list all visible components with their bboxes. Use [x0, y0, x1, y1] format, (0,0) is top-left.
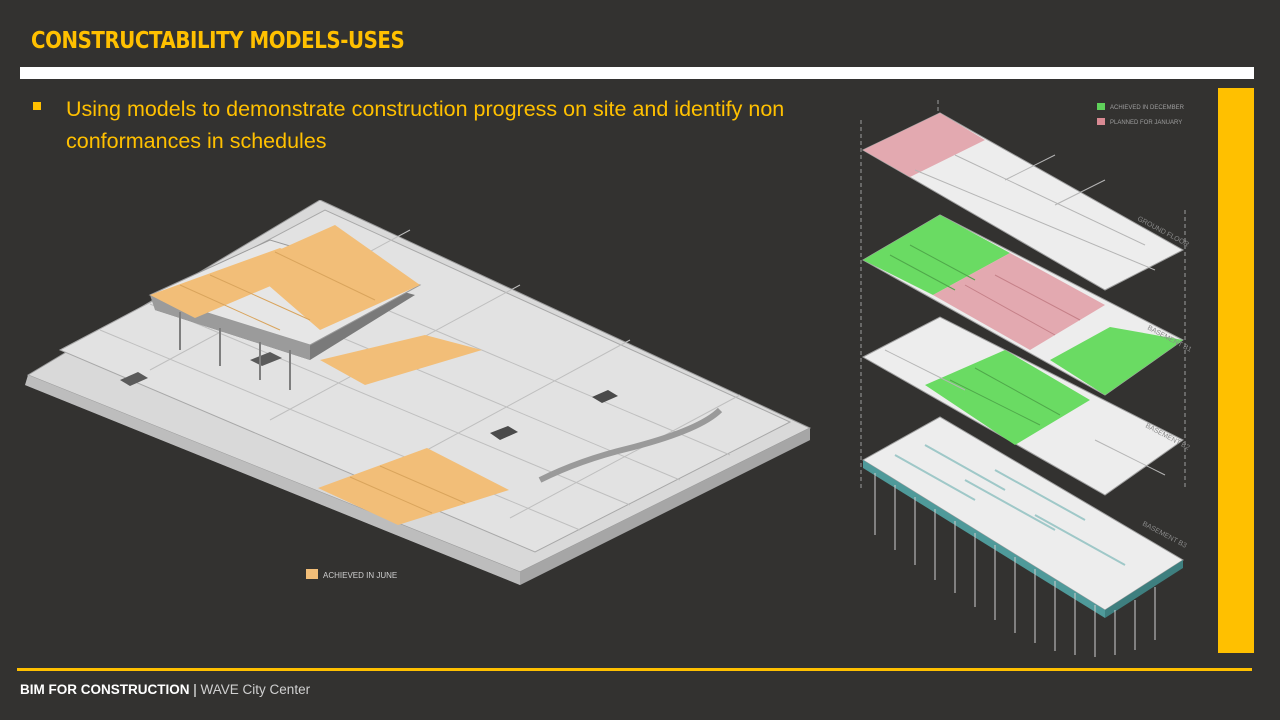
footer-project: WAVE City Center — [200, 682, 311, 697]
exploded-floor-model: ACHIEVED IN DECEMBER PLANNED FOR JANUARY… — [855, 95, 1195, 660]
footer-rule — [17, 668, 1252, 671]
basement-b1-plate — [861, 214, 1184, 396]
slide-title: CONSTRUCTABILITY MODELS-USES — [31, 28, 405, 54]
main-building-model: ACHIEVED IN JUNE — [20, 199, 820, 590]
ground-floor-plate — [861, 112, 1185, 291]
legend-label-achieved: ACHIEVED IN JUNE — [323, 571, 397, 580]
accent-side-bar — [1218, 88, 1254, 653]
bullet-square-icon — [33, 102, 41, 110]
legend-swatch-achieved — [306, 569, 318, 579]
building-slab-stack — [25, 199, 812, 585]
legend-label-december: ACHIEVED IN DECEMBER — [1110, 105, 1185, 111]
achieved-area-highlight — [150, 225, 509, 525]
legend-label-january: PLANNED FOR JANUARY — [1110, 120, 1182, 126]
basement-b3-plate — [862, 416, 1184, 618]
footer: BIM FOR CONSTRUCTION | WAVE City Center — [20, 682, 310, 697]
legend-swatch-december — [1097, 103, 1105, 110]
legend-swatch-january — [1097, 118, 1105, 125]
bullet-text: Using models to demonstrate construction… — [66, 97, 785, 153]
title-underline — [20, 67, 1254, 79]
footer-brand: BIM FOR CONSTRUCTION — [20, 682, 190, 697]
basement-b2-plate — [861, 316, 1184, 496]
foundation-piles — [874, 473, 1156, 657]
footer-separator: | — [193, 682, 197, 697]
